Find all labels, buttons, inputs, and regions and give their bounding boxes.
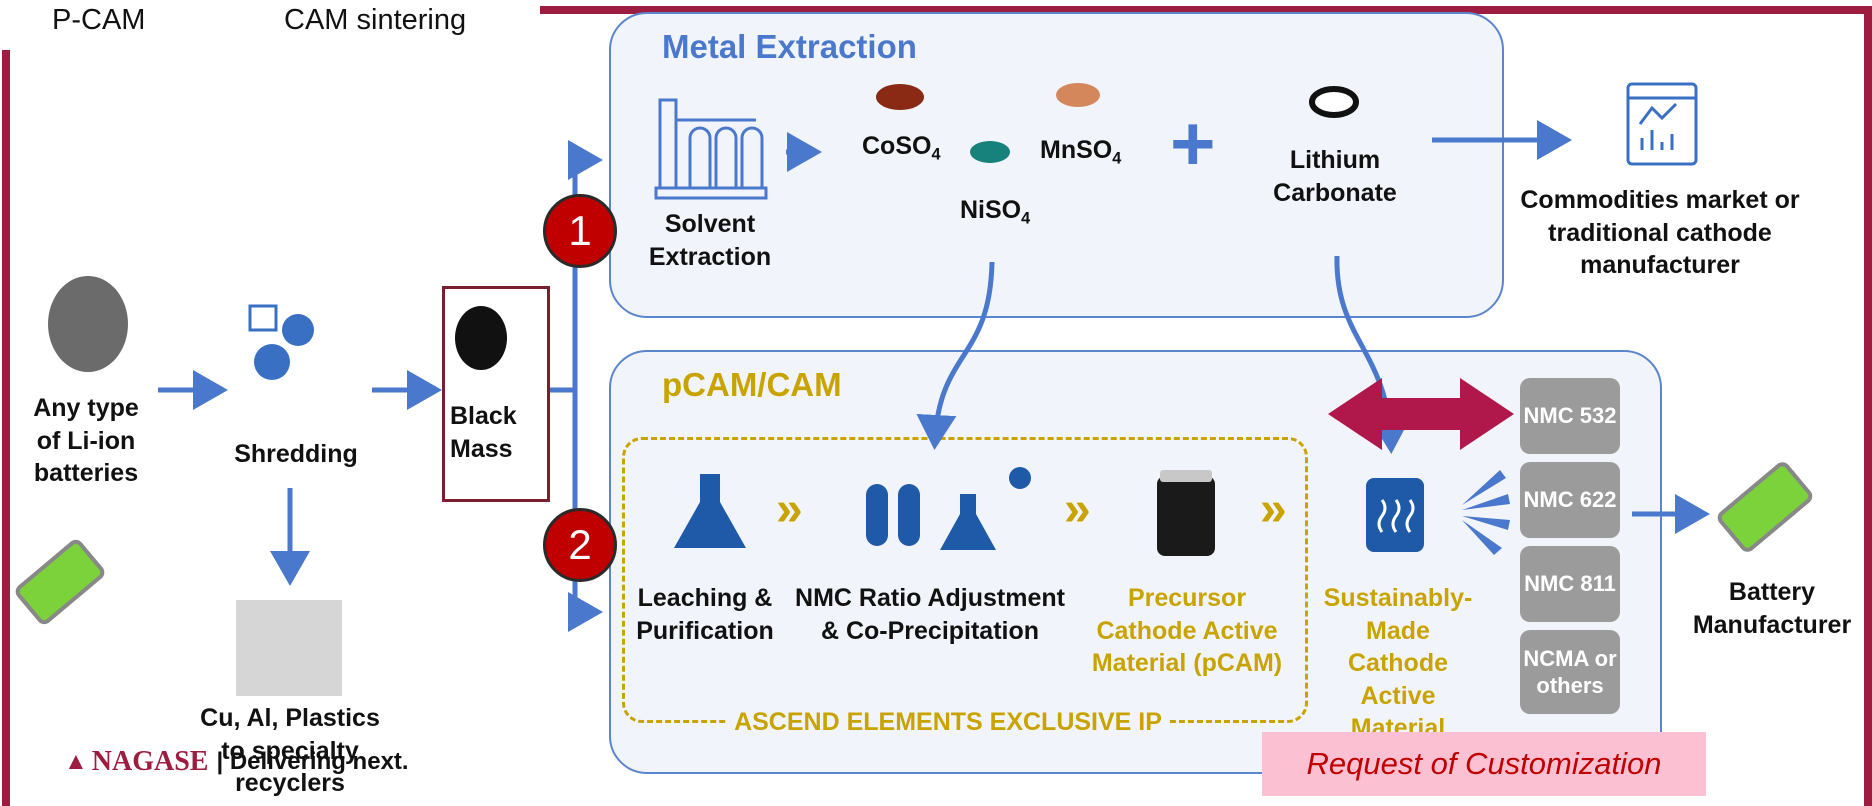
product-nmc-811: NMC 811 bbox=[1520, 546, 1620, 622]
batteries-photo bbox=[48, 276, 128, 372]
commodities-label: Commodities market or traditional cathod… bbox=[1520, 186, 1800, 279]
step-2-badge: 2 bbox=[543, 508, 617, 582]
shredding-label: Shredding bbox=[234, 440, 358, 468]
frame-left-line bbox=[2, 50, 10, 806]
black-mass-photo bbox=[455, 306, 507, 370]
precursor-label: Precursor Cathode Active Material (pCAM) bbox=[1091, 584, 1283, 677]
solvent-extraction-icon bbox=[654, 98, 768, 200]
chevron-3: » bbox=[1260, 483, 1287, 536]
frame-right-line bbox=[1864, 6, 1872, 806]
battery-icon-left bbox=[15, 539, 105, 625]
battery-manufacturer-label: Battery Manufacturer bbox=[1692, 578, 1852, 639]
product-nmc-622: NMC 622 bbox=[1520, 462, 1620, 538]
lithium-powder bbox=[1309, 86, 1359, 118]
burst-arrows bbox=[1462, 470, 1510, 555]
byproducts-label: Cu, Al, Plastics to specialty recyclers bbox=[200, 704, 380, 797]
batteries-label: Any type of Li-ion batteries bbox=[33, 394, 139, 487]
lithium-carbonate-label: Lithium Carbonate bbox=[1273, 146, 1397, 207]
footer: ▲ NAGASE | Delivering next. bbox=[64, 746, 409, 778]
solvent-extraction-label: Solvent Extraction bbox=[648, 210, 772, 271]
frame-top-line bbox=[540, 6, 1872, 14]
niso4-powder bbox=[970, 141, 1010, 163]
coso4-label: CoSO4 bbox=[862, 132, 941, 164]
pcam-note: P-CAM bbox=[52, 4, 146, 36]
plus-sign: + bbox=[1170, 99, 1216, 187]
chevron-2: » bbox=[1064, 483, 1091, 536]
product-ncma-others: NCMA or others bbox=[1520, 630, 1620, 714]
leaching-label: Leaching & Purification bbox=[636, 584, 774, 645]
metal-extraction-panel bbox=[609, 12, 1504, 318]
arrow-niso4-to-nmc bbox=[916, 261, 995, 450]
nagase-brand: NAGASE bbox=[91, 746, 209, 777]
metal-extraction-title: Metal Extraction bbox=[662, 28, 917, 65]
product-nmc-532: NMC 532 bbox=[1520, 378, 1620, 454]
customization-double-arrow bbox=[1328, 378, 1514, 450]
exclusive-ip-label: ASCEND ELEMENTS EXCLUSIVE IP bbox=[728, 706, 1168, 739]
flask-icon bbox=[674, 474, 746, 548]
mnso4-powder bbox=[1056, 83, 1100, 107]
gears-icon bbox=[248, 304, 314, 380]
cam-sintering-note: CAM sintering bbox=[284, 4, 467, 36]
test-tubes-icon bbox=[866, 467, 1031, 550]
chevron-1: » bbox=[776, 483, 803, 536]
customization-label: Request of Customization bbox=[1306, 746, 1662, 781]
black-mass-label: Black Mass bbox=[450, 402, 517, 463]
commodities-chart-icon bbox=[1626, 82, 1698, 166]
niso4-label: NiSO4 bbox=[960, 196, 1031, 228]
mnso4-label: MnSO4 bbox=[1040, 136, 1122, 168]
battery-icon-right bbox=[1717, 462, 1813, 552]
nmc-ratio-label: NMC Ratio Adjustment & Co-Precipitation bbox=[795, 584, 1065, 645]
pcam-cam-title: pCAM/CAM bbox=[662, 366, 842, 403]
tagline: | Delivering next. bbox=[216, 748, 409, 775]
nagase-logo-icon: ▲ bbox=[64, 748, 88, 775]
byproducts-photo bbox=[236, 600, 342, 696]
step-1-badge: 1 bbox=[543, 194, 617, 268]
coso4-powder bbox=[876, 84, 924, 110]
precursor-jar bbox=[1157, 470, 1215, 556]
customization-banner: Request of Customization bbox=[1262, 732, 1706, 796]
cam-furnace-icon bbox=[1366, 478, 1424, 552]
